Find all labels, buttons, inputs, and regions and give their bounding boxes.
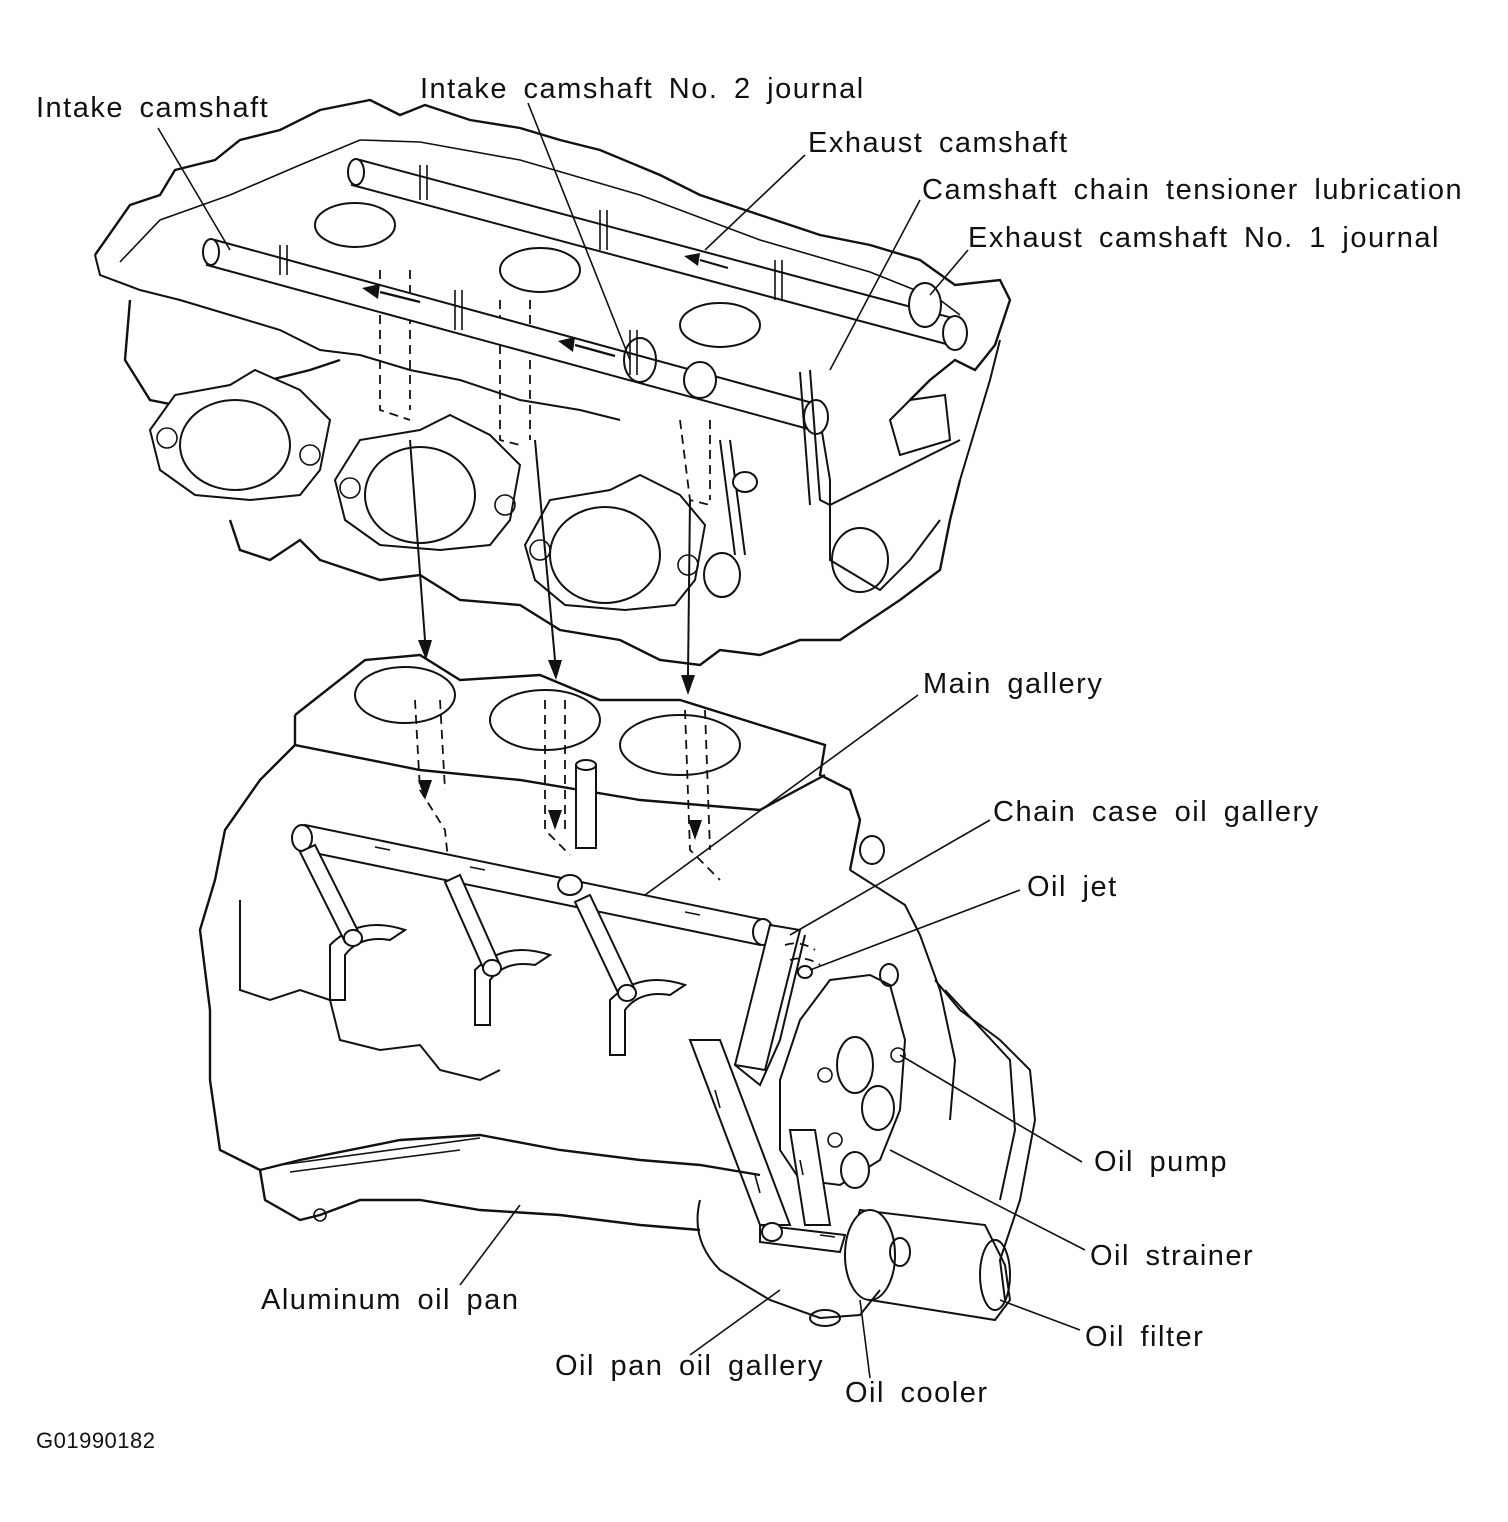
label-oil-cooler: Oil cooler	[845, 1377, 989, 1409]
main-gallery	[291, 823, 774, 1002]
exhaust-camshaft	[347, 158, 968, 351]
head-to-block-feed	[409, 439, 695, 695]
label-intake-camshaft: Intake camshaft	[36, 92, 269, 124]
label-aluminum-oil-pan: Aluminum oil pan	[261, 1284, 519, 1316]
figure-code: G01990182	[36, 1428, 156, 1453]
oil-filter	[843, 1208, 1012, 1322]
cylinder-head	[94, 98, 1012, 667]
oil-pan-gallery-pipes	[688, 1039, 847, 1254]
leader-lines	[157, 102, 1086, 1379]
label-chain-case-oil-gallery: Chain case oil gallery	[993, 796, 1320, 828]
tensioner-feed	[703, 369, 961, 598]
intake-port-1	[148, 368, 332, 502]
intake-camshaft	[202, 238, 829, 435]
aluminum-oil-pan-body	[258, 979, 1037, 1301]
label-camshaft-chain-tensioner-lubrication: Camshaft chain tensioner lubrication	[922, 174, 1463, 206]
oil-strainer-and-cooler	[696, 1151, 881, 1327]
intake-port-3	[523, 473, 707, 612]
label-exhaust-camshaft-no1-journal: Exhaust camshaft No. 1 journal	[968, 222, 1440, 254]
label-oil-filter: Oil filter	[1085, 1321, 1204, 1353]
label-oil-strainer: Oil strainer	[1090, 1240, 1254, 1272]
label-oil-pump: Oil pump	[1094, 1146, 1228, 1178]
intake-port-2	[333, 413, 522, 552]
chain-case-gallery	[733, 923, 821, 1087]
camshaft-journals	[279, 165, 942, 399]
label-exhaust-camshaft: Exhaust camshaft	[808, 127, 1069, 159]
label-oil-pan-oil-gallery: Oil pan oil gallery	[555, 1350, 824, 1382]
callout-labels: Intake camshaft Intake camshaft No. 2 jo…	[36, 73, 1463, 1453]
label-main-gallery: Main gallery	[923, 668, 1103, 700]
label-intake-camshaft-no2-journal: Intake camshaft No. 2 journal	[420, 73, 865, 105]
label-oil-jet: Oil jet	[1027, 871, 1118, 903]
